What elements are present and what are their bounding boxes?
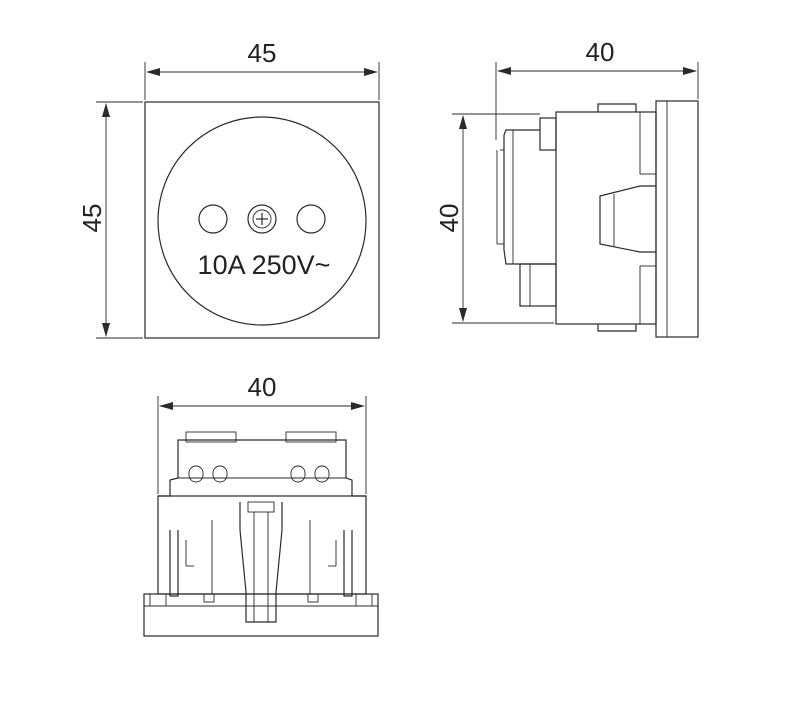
right-pin-hole bbox=[296, 204, 326, 234]
front-width-dimension: 45 bbox=[144, 38, 380, 100]
socket-face-circle bbox=[157, 116, 367, 326]
bottom-width-dimension: 40 bbox=[157, 372, 367, 494]
bottom-main-body bbox=[157, 495, 367, 595]
front-width-label: 45 bbox=[248, 38, 277, 68]
side-depth-dimension: 40 bbox=[495, 37, 699, 140]
side-depth-label: 40 bbox=[586, 37, 615, 67]
screw-icon bbox=[247, 204, 277, 234]
bottom-width-label: 40 bbox=[248, 372, 277, 402]
side-height-dimension: 40 bbox=[434, 113, 554, 324]
front-height-label: 45 bbox=[77, 204, 107, 233]
bottom-front-plate bbox=[143, 593, 379, 637]
side-height-label: 40 bbox=[434, 204, 464, 233]
rating-label: 10A 250V~ bbox=[198, 250, 331, 280]
front-view: 10A 250V~ 45 45 bbox=[77, 38, 380, 339]
front-plate bbox=[144, 101, 380, 339]
front-height-dimension: 45 bbox=[77, 101, 143, 339]
bottom-view: 40 bbox=[143, 372, 379, 637]
side-main-body bbox=[555, 111, 657, 325]
side-front-plate bbox=[655, 100, 699, 338]
side-view: 40 40 bbox=[434, 37, 699, 338]
left-pin-hole bbox=[198, 204, 228, 234]
